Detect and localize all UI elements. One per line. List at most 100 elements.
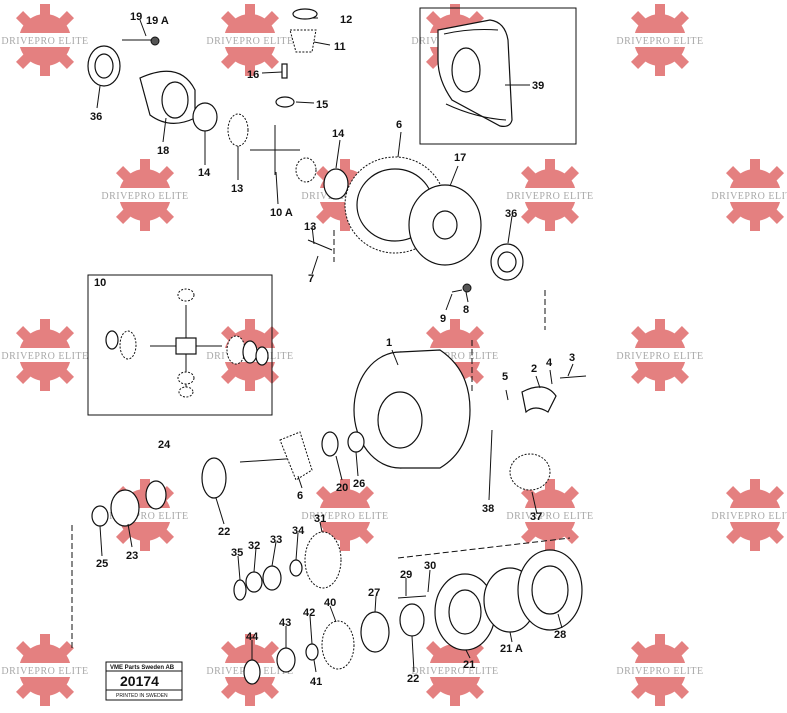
watermark-text: DRIVEPRO ELITE bbox=[101, 511, 188, 522]
label-9: 9 bbox=[440, 313, 446, 325]
label-35: 35 bbox=[231, 547, 243, 559]
inset-10-parts bbox=[105, 288, 269, 398]
label-19: 19 bbox=[130, 11, 142, 23]
title-block-header: VME Parts Sweden AB bbox=[110, 665, 175, 671]
label-17: 17 bbox=[454, 152, 466, 164]
label-4: 4 bbox=[546, 357, 553, 369]
label-40: 40 bbox=[324, 597, 336, 609]
label-1: 1 bbox=[386, 337, 392, 349]
label-18: 18 bbox=[157, 145, 169, 157]
label-11: 11 bbox=[334, 41, 346, 53]
label-36: 36 bbox=[90, 111, 102, 123]
label-38: 38 bbox=[482, 503, 494, 515]
watermark-logo: DRIVEPRO ELITE bbox=[703, 159, 787, 231]
label-25: 25 bbox=[96, 558, 108, 570]
label-22b: 22 bbox=[407, 673, 419, 685]
watermark-text: DRIVEPRO ELITE bbox=[711, 511, 787, 522]
watermark-text: DRIVEPRO ELITE bbox=[411, 351, 498, 362]
axle-carrier-housing bbox=[353, 349, 587, 491]
watermark-text: DRIVEPRO ELITE bbox=[711, 191, 787, 202]
label-6b: 6 bbox=[297, 490, 303, 502]
label-20: 20 bbox=[336, 482, 348, 494]
watermark-logo: DRIVEPRO ELITE bbox=[608, 4, 712, 76]
label-43: 43 bbox=[279, 617, 291, 629]
leader-lines bbox=[96, 17, 574, 673]
label-14: 14 bbox=[198, 167, 211, 179]
label-23: 23 bbox=[126, 550, 138, 562]
watermark-text: DRIVEPRO ELITE bbox=[301, 511, 388, 522]
watermark-logo: DRIVEPRO ELITE bbox=[0, 634, 97, 706]
label-28: 28 bbox=[554, 629, 566, 641]
watermark-logo: DRIVEPRO ELITE bbox=[703, 479, 787, 551]
differential-upper-parts bbox=[87, 8, 349, 251]
part-number-labels: 19 19 A 12 11 16 15 36 18 14 13 10 A 14 … bbox=[90, 11, 575, 688]
watermark-logo: DRIVEPRO ELITE bbox=[498, 159, 602, 231]
label-19a: 19 A bbox=[146, 15, 169, 27]
label-8: 8 bbox=[463, 304, 469, 316]
label-10a: 10 A bbox=[270, 207, 293, 219]
watermark-text: DRIVEPRO ELITE bbox=[1, 36, 88, 47]
watermark-text: DRIVEPRO ELITE bbox=[1, 666, 88, 677]
label-31: 31 bbox=[314, 513, 326, 525]
ring-gear-and-case bbox=[344, 156, 524, 293]
label-10: 10 bbox=[94, 277, 106, 289]
label-39: 39 bbox=[532, 80, 544, 92]
watermark-text: DRIVEPRO ELITE bbox=[506, 511, 593, 522]
watermark-logo: DRIVEPRO ELITE bbox=[403, 634, 507, 706]
watermark-logo: DRIVEPRO ELITE bbox=[608, 319, 712, 391]
watermark-text: DRIVEPRO ELITE bbox=[616, 351, 703, 362]
watermark-text: DRIVEPRO ELITE bbox=[206, 36, 293, 47]
label-7: 7 bbox=[308, 273, 314, 285]
label-6: 6 bbox=[396, 119, 402, 131]
inset-box-39 bbox=[419, 7, 577, 145]
label-2: 2 bbox=[531, 363, 537, 375]
watermark-logo: DRIVEPRO ELITE bbox=[293, 479, 397, 551]
watermark-logo: DRIVEPRO ELITE bbox=[0, 4, 97, 76]
watermark-logo: DRIVEPRO ELITE bbox=[608, 634, 712, 706]
label-41: 41 bbox=[310, 676, 322, 688]
label-14b: 14 bbox=[332, 128, 345, 140]
label-15: 15 bbox=[316, 99, 328, 111]
title-block: VME Parts Sweden AB 20174 PRINTED IN SWE… bbox=[105, 661, 183, 701]
label-36b: 36 bbox=[505, 208, 517, 220]
label-13: 13 bbox=[231, 183, 243, 195]
label-21a: 21 A bbox=[500, 643, 523, 655]
label-32: 32 bbox=[248, 540, 260, 552]
inset-box-10 bbox=[87, 274, 273, 416]
watermark-text: DRIVEPRO ELITE bbox=[506, 191, 593, 202]
label-37: 37 bbox=[530, 511, 542, 523]
watermark-logo: DRIVEPRO ELITE bbox=[0, 319, 97, 391]
watermark-logo: DRIVEPRO ELITE bbox=[498, 479, 602, 551]
label-5: 5 bbox=[502, 371, 508, 383]
watermark-text: DRIVEPRO ELITE bbox=[1, 351, 88, 362]
label-3: 3 bbox=[569, 352, 575, 364]
bracket-hole bbox=[451, 47, 481, 93]
label-22: 22 bbox=[218, 526, 230, 538]
pinion-and-bearings bbox=[71, 431, 583, 685]
watermark-text: DRIVEPRO ELITE bbox=[616, 666, 703, 677]
watermark-text: DRIVEPRO ELITE bbox=[616, 36, 703, 47]
label-34: 34 bbox=[292, 525, 305, 537]
label-29: 29 bbox=[400, 569, 412, 581]
label-21: 21 bbox=[463, 659, 475, 671]
label-33: 33 bbox=[270, 534, 282, 546]
watermark-text: DRIVEPRO ELITE bbox=[301, 191, 388, 202]
label-13b: 13 bbox=[304, 221, 316, 233]
label-24: 24 bbox=[158, 439, 171, 451]
watermark-logo: DRIVEPRO ELITE bbox=[93, 159, 197, 231]
watermark-text: DRIVEPRO ELITE bbox=[411, 666, 498, 677]
label-44: 44 bbox=[246, 631, 259, 643]
watermark-text: DRIVEPRO ELITE bbox=[101, 191, 188, 202]
title-block-footer: PRINTED IN SWEDEN bbox=[116, 693, 168, 699]
watermark-logo: DRIVEPRO ELITE bbox=[93, 479, 197, 551]
watermark-logo: DRIVEPRO ELITE bbox=[198, 4, 302, 76]
label-12: 12 bbox=[340, 14, 352, 26]
label-30: 30 bbox=[424, 560, 436, 572]
drawing-number: 20174 bbox=[120, 673, 159, 689]
label-27: 27 bbox=[368, 587, 380, 599]
label-42: 42 bbox=[303, 607, 315, 619]
label-26: 26 bbox=[353, 478, 365, 490]
label-16: 16 bbox=[247, 69, 259, 81]
